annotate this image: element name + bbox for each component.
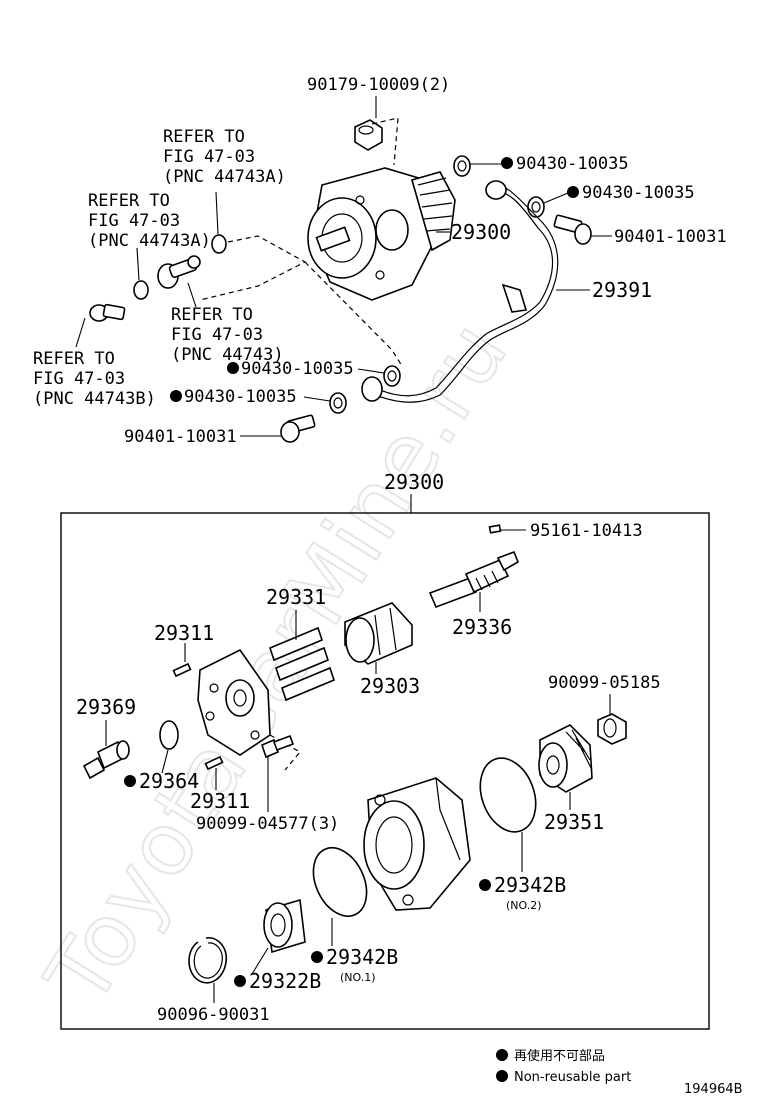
label-washer-b: 90430-10035 — [582, 183, 695, 203]
top-assembly — [75, 96, 612, 443]
washer-c-drawing[interactable] — [383, 365, 401, 387]
box-title-29300: 29300 — [384, 470, 444, 494]
washer-refer2-drawing[interactable] — [133, 280, 149, 300]
refer3-line3: (PNC 44743) — [171, 345, 284, 365]
label-29342b-no1: 29342B — [326, 945, 398, 969]
washer-a-drawing[interactable] — [453, 155, 471, 177]
label-29364: 29364 — [139, 769, 199, 793]
non-reusable-dot-a — [501, 157, 513, 169]
label-90099-05185: 90099-05185 — [548, 673, 661, 693]
non-reusable-dot-29342b-no2 — [479, 879, 491, 891]
label-pipe-29391: 29391 — [592, 278, 652, 302]
non-reusable-dot-29322b — [234, 975, 246, 987]
refer2-line3: (PNC 44743A) — [88, 231, 211, 251]
legend-dot-1 — [496, 1049, 508, 1061]
non-reusable-dot-29342b-no1 — [311, 951, 323, 963]
oil-pipe-drawing[interactable] — [361, 180, 559, 403]
refer2-line2: FIG 47-03 — [88, 211, 180, 231]
refer2-line1: REFER TO — [88, 191, 170, 211]
refer4-line3: (PNC 44743B) — [33, 389, 156, 409]
bolt-refer4-drawing[interactable] — [89, 303, 126, 322]
label-washer-a: 90430-10035 — [516, 154, 629, 174]
oring-29342b-no2-drawing[interactable] — [471, 750, 546, 839]
non-reusable-dot-b — [567, 186, 579, 198]
refer1-line1: REFER TO — [163, 127, 245, 147]
washer-d-drawing[interactable] — [329, 392, 347, 414]
housing-drawing[interactable] — [363, 777, 471, 911]
label-29322b: 29322B — [249, 969, 321, 993]
vanes-drawing[interactable] — [269, 626, 335, 702]
label-29303: 29303 — [360, 674, 420, 698]
refer3-line1: REFER TO — [171, 305, 253, 325]
refer1-line3: (PNC 44743A) — [163, 167, 286, 187]
legend-line-2: Non-reusable part — [514, 1070, 631, 1085]
legend-line-1: 再使用不可部品 — [514, 1048, 605, 1064]
pin-upper-drawing[interactable] — [172, 662, 192, 678]
bearing-drawing[interactable] — [263, 898, 306, 954]
rotor-drawing[interactable] — [344, 602, 413, 665]
label-29311-upper: 29311 — [154, 621, 214, 645]
label-no1: (NO.1) — [340, 971, 376, 984]
refer1-line2: FIG 47-03 — [163, 147, 255, 167]
label-90096-90031: 90096-90031 — [157, 1005, 270, 1025]
label-no2: (NO.2) — [506, 899, 542, 912]
key-drawing[interactable] — [488, 524, 502, 534]
label-bolt-bottom: 90401-10031 — [124, 427, 237, 447]
end-plate-drawing[interactable] — [197, 648, 271, 756]
washer-b-drawing[interactable] — [527, 196, 545, 218]
nut-top-drawing[interactable] — [354, 119, 383, 151]
non-reusable-dot-29364 — [124, 775, 136, 787]
non-reusable-dot-c — [227, 362, 239, 374]
label-29342b-no2: 29342B — [494, 873, 566, 897]
label-washer-c: 90430-10035 — [241, 359, 354, 379]
refer3-line2: FIG 47-03 — [171, 325, 263, 345]
label-29351: 29351 — [544, 810, 604, 834]
label-bolt-right: 90401-10031 — [614, 227, 727, 247]
oring-29342b-no1-drawing[interactable] — [303, 839, 377, 925]
gear-drawing[interactable] — [538, 724, 593, 793]
nut-90099-05185-drawing[interactable] — [597, 713, 627, 745]
shaft-drawing[interactable] — [428, 550, 520, 609]
exploded-view-frame — [60, 512, 710, 1030]
vacuum-pump-drawing[interactable] — [307, 167, 456, 301]
label-95161-10413: 95161-10413 — [530, 521, 643, 541]
union-refer3-drawing[interactable] — [157, 255, 201, 289]
oring-29364-drawing[interactable] — [159, 720, 179, 750]
label-90179-10009: 90179-10009(2) — [307, 75, 450, 95]
refer4-line2: FIG 47-03 — [33, 369, 125, 389]
bolt-90099-04577-drawing[interactable] — [261, 734, 295, 759]
refer4-line1: REFER TO — [33, 349, 115, 369]
figure-id: 194964B — [684, 1082, 743, 1097]
legend-dot-2 — [496, 1070, 508, 1082]
union-bolt-bottom-drawing[interactable] — [280, 414, 316, 443]
label-pump-29300: 29300 — [451, 220, 511, 244]
pin-lower-drawing[interactable] — [204, 755, 224, 771]
label-29311-lower: 29311 — [190, 789, 250, 813]
non-reusable-dot-d — [170, 390, 182, 402]
label-90099-04577: 90099-04577(3) — [196, 814, 339, 834]
union-bolt-right-drawing[interactable] — [553, 214, 592, 245]
washer-refer1-drawing[interactable] — [211, 234, 227, 254]
fitting-drawing[interactable] — [82, 740, 130, 780]
label-29336: 29336 — [452, 615, 512, 639]
label-29369: 29369 — [76, 695, 136, 719]
label-washer-d: 90430-10035 — [184, 387, 297, 407]
label-29331: 29331 — [266, 585, 326, 609]
